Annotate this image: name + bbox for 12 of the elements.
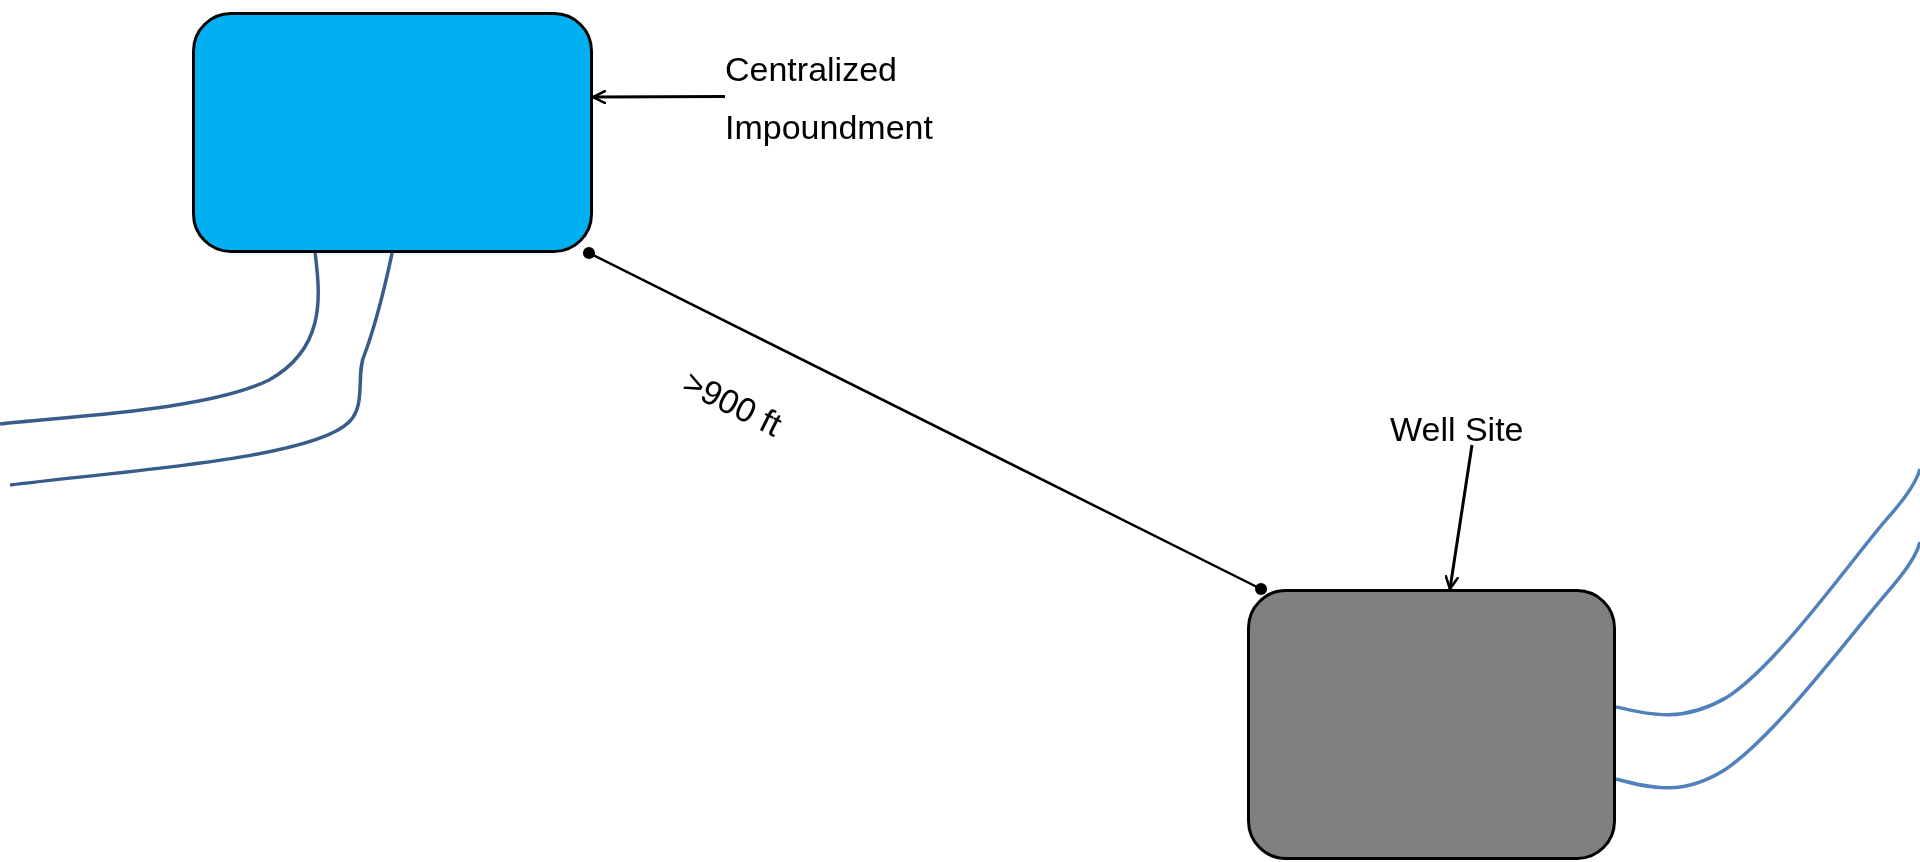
arrow: [1444, 444, 1474, 591]
pipeline: [0, 252, 320, 426]
pipeline: [1615, 468, 1920, 717]
arrow: [591, 89, 725, 105]
pipeline: [9, 252, 394, 487]
distance-line: [583, 247, 1267, 595]
edge-label: >900 ft: [677, 362, 789, 444]
node-label: Centralized Impoundment: [725, 49, 934, 148]
impoundment-box: [192, 12, 593, 253]
pipeline: [1615, 541, 1920, 790]
node-label: Well Site: [1390, 409, 1525, 450]
well-site-box: [1247, 589, 1616, 860]
